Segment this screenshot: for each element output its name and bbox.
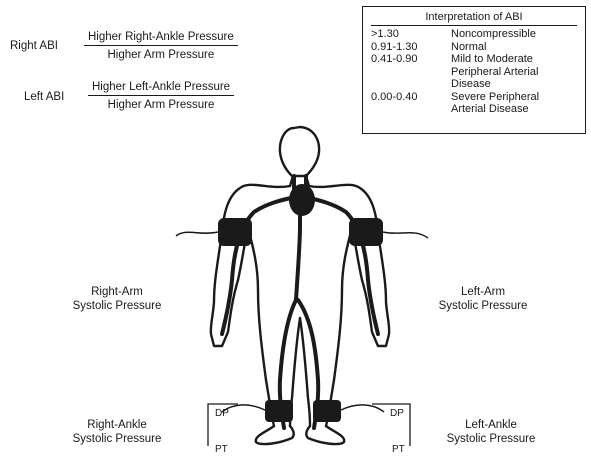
heart-icon <box>289 184 315 216</box>
right-ankle-cuff <box>265 400 293 422</box>
left-dp-label: DP <box>390 408 404 419</box>
right-pt-label: PT <box>215 444 228 455</box>
right-ankle-pressure-line: Right-Ankle <box>52 418 182 432</box>
left-arm-pressure-line: Left-Arm <box>418 285 548 299</box>
left-ankle-pressure-line: Systolic Pressure <box>426 432 556 446</box>
left-leg-inner <box>300 318 310 426</box>
left-ankle-cuff <box>313 400 341 422</box>
left-arm-pressure-line: Systolic Pressure <box>418 299 548 313</box>
left-arm-cuff <box>349 218 383 246</box>
right-arm-pressure-line: Right-Arm <box>52 285 182 299</box>
right-dp-label: DP <box>215 408 229 419</box>
left-foot-outline <box>306 426 344 444</box>
right-arm-pressure-line: Systolic Pressure <box>52 299 182 313</box>
right-foot-outline <box>256 426 294 444</box>
right-arm-cuff-tube <box>176 232 218 236</box>
left-arm-cuff-tube <box>383 232 428 238</box>
right-ankle-pressure-label: Right-Ankle Systolic Pressure <box>52 418 182 446</box>
left-ankle-cuff-tube <box>341 405 384 412</box>
left-arm-pressure-label: Left-Arm Systolic Pressure <box>418 285 548 313</box>
left-ankle-pressure-line: Left-Ankle <box>426 418 556 432</box>
left-pt-label: PT <box>392 444 405 455</box>
left-ankle-pressure-label: Left-Ankle Systolic Pressure <box>426 418 556 446</box>
right-arm-cuff <box>218 218 252 246</box>
right-arm-pressure-label: Right-Arm Systolic Pressure <box>52 285 182 313</box>
head-outline <box>280 127 319 176</box>
right-ankle-pressure-line: Systolic Pressure <box>52 432 182 446</box>
